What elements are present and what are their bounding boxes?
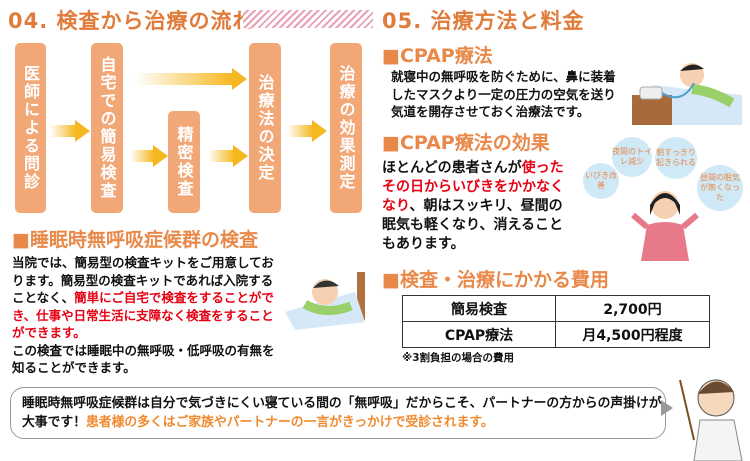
effect-text: ほとんどの患者さんが: [382, 160, 522, 176]
arrow-icon: [287, 120, 327, 142]
footer-speech-bubble: [10, 387, 666, 439]
benefit-bubble: 夜間のトイレ減少: [612, 137, 652, 177]
cost-heading: ■検査・治療にかかる費用: [382, 269, 609, 291]
section-title-treatment: 05. 治療方法と料金: [382, 9, 585, 33]
effect-text-2: 、朝はスッキリ、昼間の眠気も軽くなり、消えることもあります。: [382, 198, 564, 252]
arrow-icon: [50, 120, 90, 142]
exam-text-highlight: 簡単にご自宅で検査をすることができ、仕事や日常生活に支障なく検査をすることができ…: [12, 290, 274, 340]
effect-heading: ■CPAP療法の効果: [382, 132, 550, 154]
benefit-bubble: 朝すっきり起きられる: [655, 137, 697, 179]
cost-value: 月4,500円程度: [555, 321, 710, 348]
flow-step-home-test: 自宅での簡易検査: [91, 43, 123, 213]
flow-step-consultation: 医師による問診: [15, 43, 46, 213]
arrow-icon: [135, 68, 247, 90]
flow-step-effect-measurement: 治療の効果測定: [330, 43, 362, 213]
title-stripes: [243, 10, 373, 28]
cost-item: 簡易検査: [402, 295, 556, 322]
exam-heading: ■睡眠時無呼吸症候群の検査: [12, 229, 258, 251]
doctor-illustration: [679, 379, 743, 461]
exam-text-2: この検査では睡眠中の無呼吸・低呼吸の有無を知ることができます。: [12, 342, 275, 376]
cpap-heading: ■CPAP療法: [382, 45, 493, 67]
footer-message: 睡眠時無呼吸症候群は自分で気づきにくい寝ている間の「無呼吸」だからこそ、パートナ…: [22, 394, 662, 432]
benefit-bubble: いびき改善: [583, 163, 619, 199]
arrow-icon: [130, 145, 168, 167]
flow-step-detailed-test: 精密検査: [168, 111, 200, 213]
benefit-bubble: 昼間の眠気が無くなった: [697, 165, 743, 211]
cost-note: ※3割負担の場合の費用: [402, 352, 515, 364]
footer-text: 睡眠時無呼吸症候群は自分で気づきにくい寝ている間の「無呼吸」だからこそ、パートナ…: [22, 396, 662, 430]
cost-item: CPAP療法: [402, 321, 556, 348]
cpap-description: 就寝中の無呼吸を防ぐために、鼻に装着したマスクより一定の圧力の空気を送り気道を開…: [391, 69, 616, 119]
table-row: CPAP療法月4,500円程度: [402, 321, 710, 348]
arrow-icon: [208, 145, 248, 167]
cost-value: 2,700円: [555, 295, 710, 322]
happy-woman-illustration: [631, 191, 699, 261]
flow-step-treatment-decision: 治療法の決定: [249, 43, 281, 213]
cpap-patient-illustration: [632, 63, 742, 125]
section-title-flow: 04. 検査から治療の流れ: [8, 9, 255, 33]
exam-description: 当院では、簡易型の検査キットをご用意しております。簡易型の検査キットであれば入院…: [12, 254, 280, 377]
sleeping-man-illustration: [285, 272, 365, 330]
effect-description: ほとんどの患者さんが使ったその日からいびきをかかなくなり、朝はスッキリ、昼間の眠…: [382, 159, 574, 254]
bubble-tail: [661, 400, 673, 416]
exam-text: 当院では、簡易型の検査キットをご用意しております。簡易型の検査キットであれば入院…: [12, 255, 274, 305]
footer-text-highlight: 患者様の多くはご家族やパートナーの一言がきっかけで受診されます。: [85, 415, 494, 430]
effect-text-highlight: 使ったその日からいびきをかかなくなり: [382, 160, 564, 214]
